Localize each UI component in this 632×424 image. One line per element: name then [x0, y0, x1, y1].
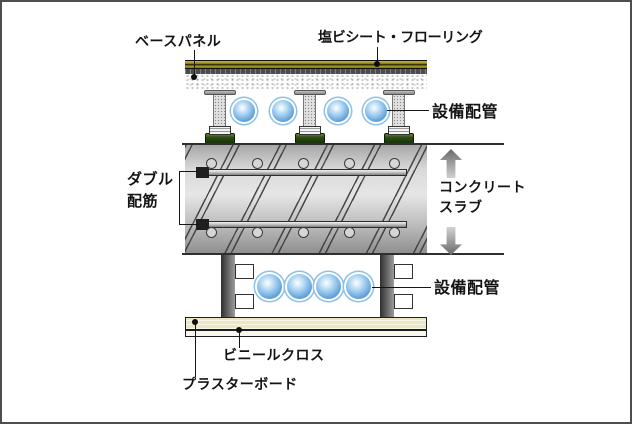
pipe-icon [233, 100, 255, 122]
stirrup-ring [344, 227, 355, 238]
plaster-board-leader [195, 324, 197, 377]
pedestal-bolt-shaft [303, 95, 316, 129]
label-double-rebar: ダブル 配筋 [127, 172, 174, 210]
hanger-bracket [235, 264, 254, 279]
label-base-panel: ベースパネル [135, 35, 222, 50]
vinyl-cloth-leader [239, 332, 241, 348]
stirrup-ring [298, 158, 309, 169]
hanger-bracket [235, 294, 254, 309]
rebar-bottom-end-cap [196, 219, 209, 230]
label-plaster-board: プラスターボード [182, 378, 298, 393]
flooring-dot [374, 61, 380, 67]
label-vinyl-cloth: ビニールクロス [223, 349, 325, 364]
base-panel-layer [185, 74, 427, 90]
label-concrete-slab: コンクリート スラブ [439, 181, 526, 217]
hanger-bracket [394, 264, 413, 279]
pedestal-bolt-shaft [392, 95, 405, 129]
ceiling-hanger-post [380, 255, 394, 317]
slab-top-line [182, 143, 504, 145]
pipe-icon [316, 274, 341, 299]
slab-bottom-line [182, 253, 504, 255]
thickness-arrow-down-icon [440, 227, 462, 255]
pipe-icon [272, 100, 294, 122]
stirrup-ring [389, 227, 400, 238]
ceiling-hanger-post [221, 255, 235, 317]
pedestal-flange [209, 126, 231, 135]
stirrup-ring [298, 227, 309, 238]
rebar-top-bar [198, 169, 407, 176]
pipe-icon [346, 274, 371, 299]
pedestal-cap [383, 90, 415, 95]
plaster-board-layer [185, 317, 427, 330]
pipe-icon [327, 100, 349, 122]
base-panel-dot [191, 74, 197, 80]
vinyl-cloth-dot [236, 327, 242, 333]
plaster-board-dot [192, 319, 198, 325]
stirrup-ring [252, 158, 263, 169]
flooring-leader [377, 47, 379, 64]
label-piping-upper: 設備配管 [432, 104, 499, 121]
base-panel-leader [194, 50, 196, 77]
piping-upper-leader [387, 110, 429, 112]
stirrup-ring [252, 227, 263, 238]
double-rebar-bracket-line [179, 171, 181, 225]
hanger-bracket [394, 294, 413, 309]
pedestal-cap [294, 90, 326, 95]
rebar-top-end-cap [196, 167, 209, 178]
pedestal-flange [299, 126, 321, 135]
thickness-arrow-up-icon [440, 149, 462, 178]
stirrup-ring [206, 227, 217, 238]
pvc-sheet-flooring-layer [185, 60, 427, 69]
pipe-icon [365, 100, 387, 122]
adhesive-strip-layer [185, 69, 427, 74]
label-piping-lower: 設備配管 [434, 280, 501, 297]
stirrup-ring [344, 158, 355, 169]
pedestal-flange [388, 126, 410, 135]
label-pvc-sheet-flooring: 塩ビシート・フローリング [318, 31, 483, 46]
pedestal-bolt-shaft [213, 95, 226, 129]
pipe-icon [287, 274, 312, 299]
stirrup-ring [206, 158, 217, 169]
vinyl-cloth-layer [185, 330, 427, 337]
double-rebar-leader-top [179, 171, 198, 173]
pipe-icon [257, 274, 282, 299]
pedestal-cap [204, 90, 236, 95]
double-rebar-leader-bottom [179, 224, 198, 226]
stirrup-ring [389, 158, 400, 169]
piping-lower-leader [372, 287, 431, 289]
